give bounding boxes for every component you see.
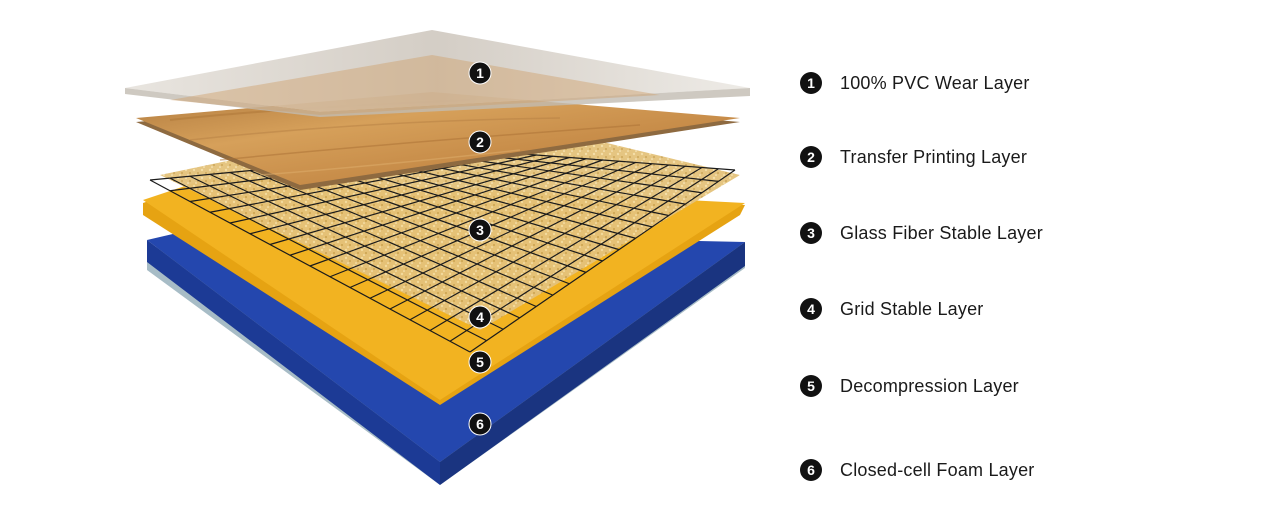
layer-badge-1: 1: [468, 61, 492, 85]
grid-line: [349, 161, 636, 289]
legend-item-5: 5 Decompression Layer: [800, 371, 1019, 401]
legend-label-2: Transfer Printing Layer: [840, 146, 1028, 167]
svg-text:5: 5: [476, 354, 484, 370]
grid-line: [449, 168, 719, 342]
legend-number-4: 4: [800, 298, 822, 320]
legend-item-6: 6 Closed-cell Foam Layer: [800, 455, 1034, 485]
grid-line: [429, 166, 703, 332]
legend-number-3: 3: [800, 222, 822, 244]
grid-line: [469, 169, 736, 353]
legend: 1 100% PVC Wear Layer 2 Transfer Printin…: [800, 0, 1260, 508]
svg-text:1: 1: [476, 65, 484, 81]
svg-text:4: 4: [476, 309, 484, 325]
legend-item-2: 2 Transfer Printing Layer: [800, 142, 1027, 172]
wear-layer: [125, 30, 750, 117]
legend-label-6: Closed-cell Foam Layer: [840, 459, 1035, 480]
layer-badge-5: 5: [468, 350, 492, 374]
layer-badge-6: 6: [468, 412, 492, 436]
grid-line: [309, 159, 603, 267]
svg-text:6: 6: [476, 416, 484, 432]
grid-line: [329, 160, 620, 278]
legend-number-5: 5: [800, 375, 822, 397]
legend-label-3: Glass Fiber Stable Layer: [840, 222, 1043, 243]
svg-text:3: 3: [476, 222, 484, 238]
svg-text:2: 2: [476, 134, 484, 150]
legend-number-6: 6: [800, 459, 822, 481]
grid-line: [369, 163, 653, 299]
layer-badge-4: 4: [468, 305, 492, 329]
grid-line: [389, 164, 670, 310]
layer-badge-3: 3: [468, 218, 492, 242]
legend-label-4: Grid Stable Layer: [840, 298, 984, 319]
transfer-printing-layer: [136, 92, 740, 190]
layer-badge-2: 2: [468, 130, 492, 154]
legend-number-2: 2: [800, 146, 822, 168]
legend-item-1: 1 100% PVC Wear Layer: [800, 68, 1030, 98]
legend-label-1: 100% PVC Wear Layer: [840, 72, 1030, 93]
grid-line: [409, 165, 686, 321]
legend-item-3: 3 Glass Fiber Stable Layer: [800, 218, 1043, 248]
legend-label-5: Decompression Layer: [840, 375, 1019, 396]
legend-item-4: 4 Grid Stable Layer: [800, 294, 983, 324]
legend-number-1: 1: [800, 72, 822, 94]
